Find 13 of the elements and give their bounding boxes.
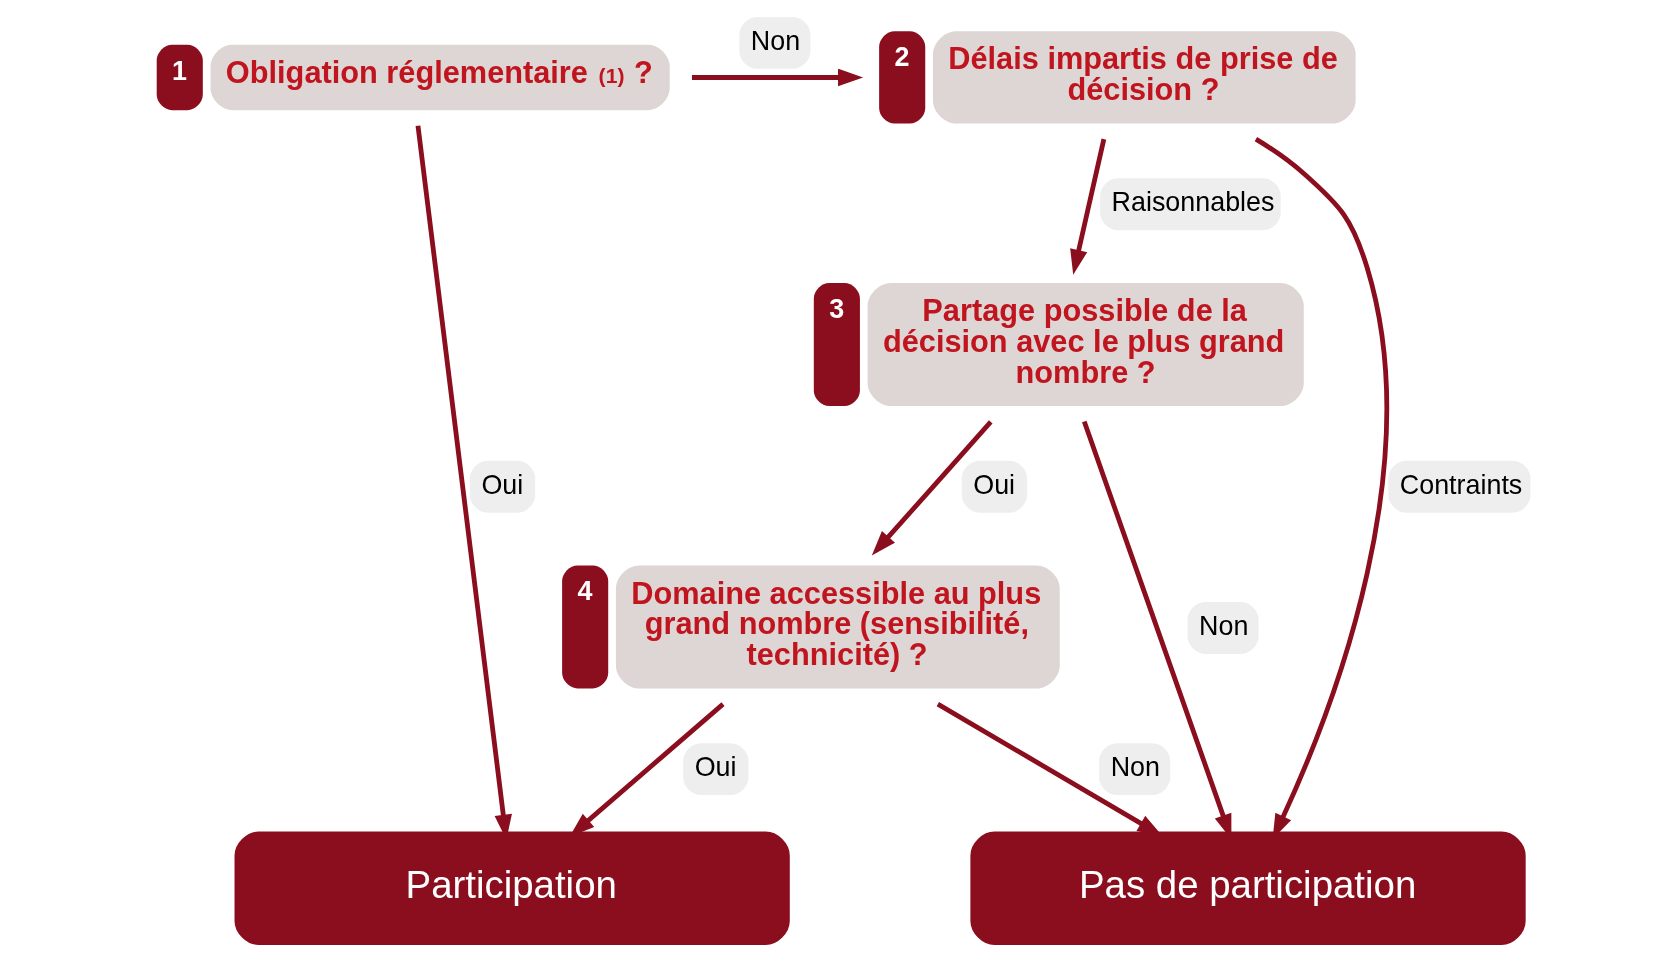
edge-label: Non [750,26,800,56]
arrow [1069,138,1106,275]
edge-label: Raisonnables [1111,187,1274,218]
arrow [871,420,993,556]
edge-label: Oui [480,469,523,500]
edge-label: Non [1110,752,1160,783]
edge-label: Non [1198,611,1248,642]
edge-label: Oui [694,752,737,783]
edge-label: Contraints [1399,469,1522,500]
edge-label: Oui [972,469,1015,500]
arrow [691,68,863,87]
node-box: Participation [234,831,790,945]
node-box: Pas de participation [969,831,1526,945]
